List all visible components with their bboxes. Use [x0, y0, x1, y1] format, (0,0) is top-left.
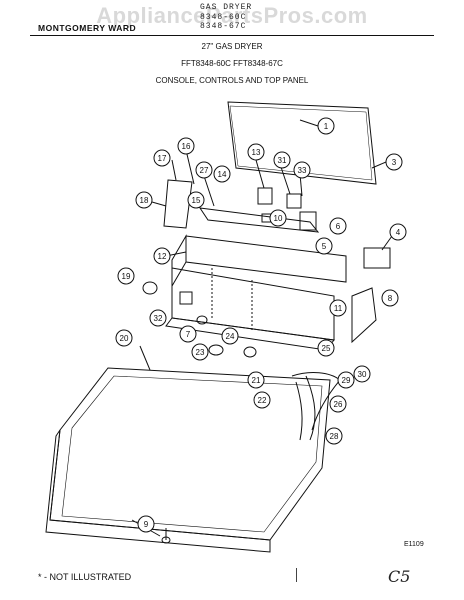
svg-text:8: 8: [388, 294, 393, 303]
callout-circles: 1 3 4 5 6 7 8 9 10 11 12 13 14 15 16 17 …: [115, 117, 407, 533]
callout-18: 18: [135, 191, 153, 209]
svg-text:17: 17: [158, 154, 167, 163]
callout-9: 9: [137, 515, 155, 533]
callout-24: 24: [221, 327, 239, 345]
header-rule: [30, 35, 434, 36]
svg-text:13: 13: [252, 148, 261, 157]
end-cap-right: [351, 287, 377, 344]
callout-10: 10: [269, 209, 287, 227]
callout-33: 33: [293, 161, 311, 179]
callout-32: 32: [149, 309, 167, 327]
callout-31: 31: [273, 151, 291, 169]
callout-25: 25: [317, 339, 335, 357]
svg-text:11: 11: [334, 304, 343, 313]
callout-21: 21: [247, 371, 265, 389]
callout-7: 7: [179, 325, 197, 343]
svg-text:19: 19: [122, 272, 131, 281]
callout-6: 6: [329, 217, 347, 235]
callout-16: 16: [177, 137, 195, 155]
svg-text:1: 1: [324, 122, 329, 131]
watermark: AppliancePartsPros.com: [96, 3, 368, 28]
svg-text:3: 3: [392, 158, 397, 167]
svg-text:21: 21: [252, 376, 261, 385]
diagram-code: E1109: [404, 541, 424, 548]
footnote: * - NOT ILLUSTRATED: [38, 572, 132, 582]
title-models: FFT8348-60C FFT8348-67C: [181, 59, 283, 68]
dryer-top: [49, 367, 331, 541]
callout-5: 5: [315, 237, 333, 255]
svg-text:29: 29: [342, 376, 351, 385]
svg-text:18: 18: [140, 196, 149, 205]
svg-text:30: 30: [358, 370, 367, 379]
callout-20: 20: [115, 329, 133, 347]
callout-12: 12: [153, 247, 171, 265]
svg-text:5: 5: [322, 242, 327, 251]
callout-17: 17: [153, 149, 171, 167]
svg-text:14: 14: [218, 170, 227, 179]
svg-text:6: 6: [336, 222, 341, 231]
end-cap-left: [163, 179, 193, 229]
top-panel: [227, 101, 377, 185]
svg-text:26: 26: [334, 400, 343, 409]
callout-8: 8: [381, 289, 399, 307]
callout-3: 3: [385, 153, 403, 171]
svg-text:10: 10: [274, 214, 283, 223]
pen-tick: [296, 568, 297, 582]
callout-28: 28: [325, 427, 343, 445]
svg-text:9: 9: [144, 520, 149, 529]
svg-text:4: 4: [396, 228, 401, 237]
svg-text:24: 24: [226, 332, 235, 341]
callout-13: 13: [247, 143, 265, 161]
callout-29: 29: [337, 371, 355, 389]
svg-text:22: 22: [258, 396, 267, 405]
svg-text:16: 16: [182, 142, 191, 151]
brand-name: MONTGOMERY WARD: [38, 23, 137, 33]
svg-text:7: 7: [186, 330, 191, 339]
svg-text:25: 25: [322, 344, 331, 353]
title-section: CONSOLE, CONTROLS AND TOP PANEL: [155, 76, 309, 85]
callout-23: 23: [191, 343, 209, 361]
callout-27: 27: [195, 161, 213, 179]
svg-text:12: 12: [158, 252, 167, 261]
svg-text:27: 27: [200, 166, 209, 175]
svg-text:31: 31: [278, 156, 287, 165]
callout-1: 1: [317, 117, 335, 135]
title-size: 27" GAS DRYER: [201, 42, 263, 51]
callout-30: 30: [353, 365, 371, 383]
callout-4: 4: [389, 223, 407, 241]
header-line-2: 8348-60C: [200, 13, 247, 22]
svg-text:33: 33: [298, 166, 307, 175]
callout-19: 19: [117, 267, 135, 285]
callout-14: 14: [213, 165, 231, 183]
callout-22: 22: [253, 391, 271, 409]
page-mark: C5: [388, 567, 411, 586]
callout-15: 15: [187, 191, 205, 209]
svg-text:32: 32: [154, 314, 163, 323]
svg-text:20: 20: [120, 334, 129, 343]
header-line-3: 8348-67C: [200, 22, 247, 31]
svg-text:15: 15: [192, 196, 201, 205]
header-line-1: GAS DRYER: [200, 3, 253, 12]
svg-text:28: 28: [330, 432, 339, 441]
callout-26: 26: [329, 395, 347, 413]
callout-11: 11: [329, 299, 347, 317]
svg-text:23: 23: [196, 348, 205, 357]
